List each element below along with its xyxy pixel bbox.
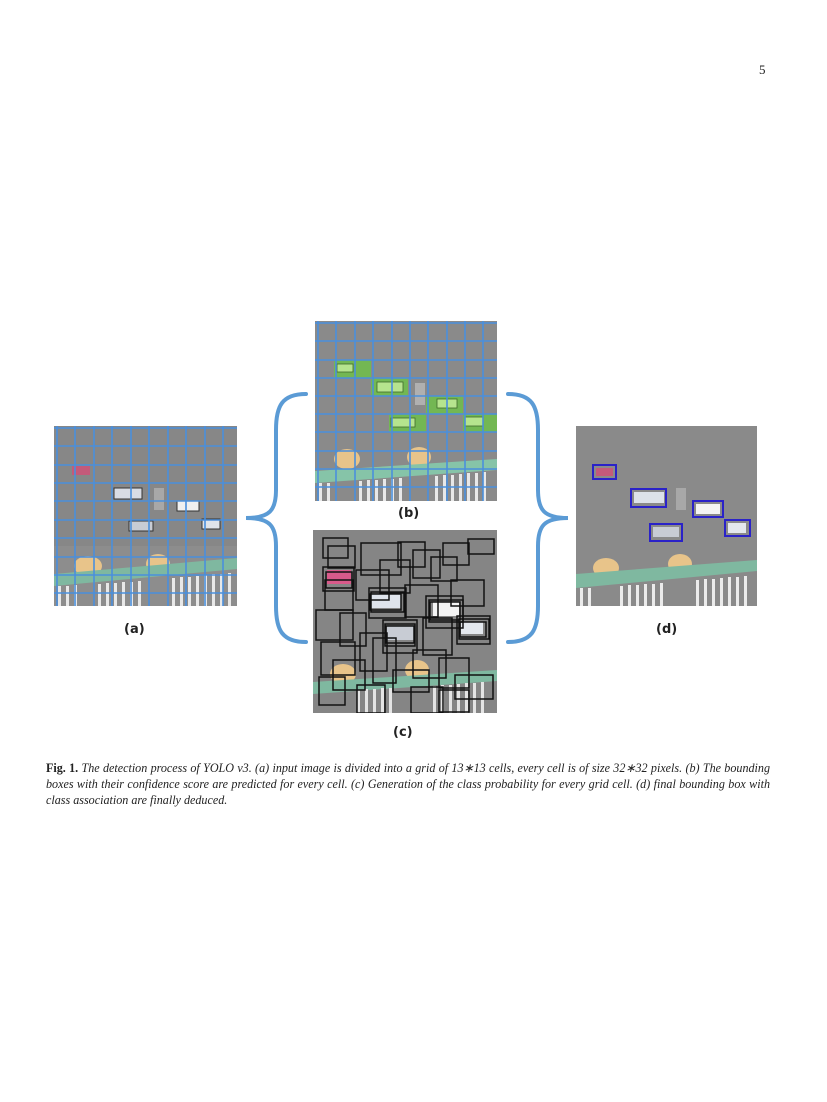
figure-caption-text: The detection process of YOLO v3. (a) in… [46, 761, 770, 808]
left-brace-icon [245, 392, 308, 644]
figure-panel-c [313, 530, 497, 713]
aerial-image-grid-highlight [315, 321, 497, 501]
figure-panel-b [315, 321, 497, 501]
panel-label-d: (d) [656, 622, 678, 637]
right-brace-icon [506, 392, 569, 644]
figure-caption: Fig. 1. The detection process of YOLO v3… [46, 760, 770, 809]
panel-label-c: (c) [393, 725, 413, 740]
aerial-image-grid [54, 426, 237, 606]
page-number: 5 [759, 62, 766, 77]
figure-panel-d [576, 426, 757, 606]
panel-label-b: (b) [398, 506, 420, 521]
panel-label-a: (a) [124, 622, 145, 637]
aerial-image-candidate-boxes [313, 530, 497, 713]
figure-panel-a [54, 426, 237, 606]
aerial-image-final-detections [576, 426, 757, 606]
figure-caption-lead: Fig. 1. [46, 761, 79, 775]
